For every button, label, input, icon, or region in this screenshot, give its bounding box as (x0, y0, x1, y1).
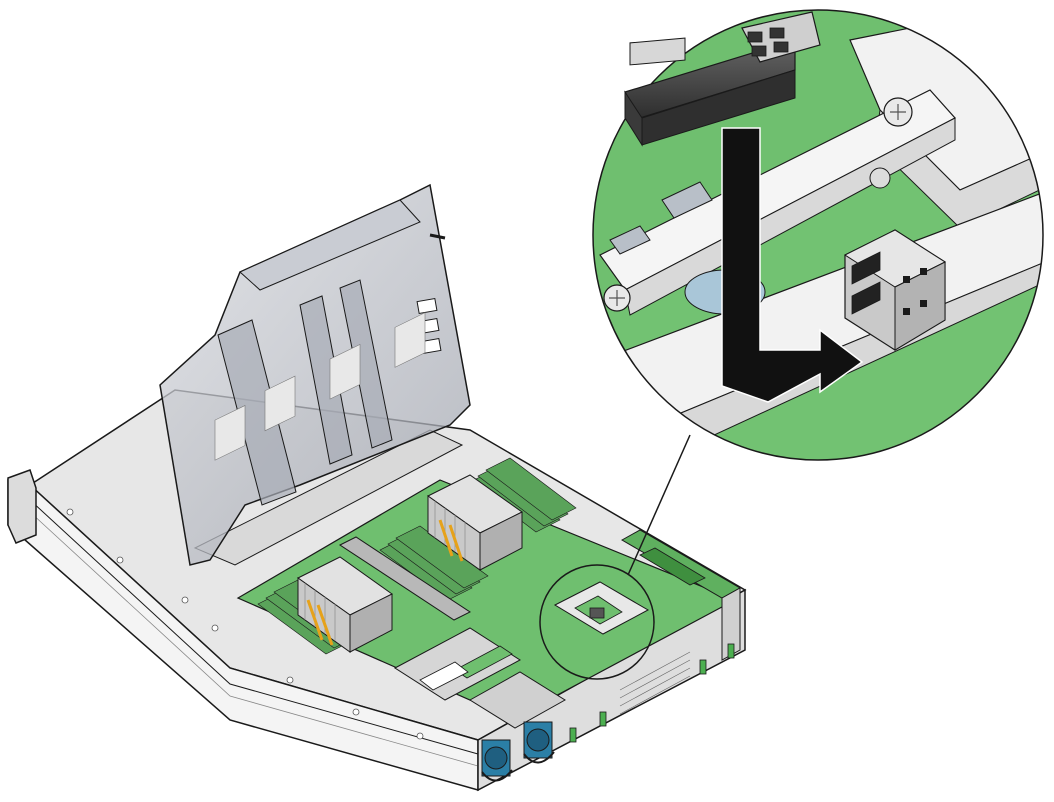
callout-highlight (539, 434, 691, 680)
power-supplies (394, 627, 566, 729)
heatsink-left (297, 556, 393, 653)
fan-bulkhead (193, 429, 464, 566)
motherboard (236, 457, 742, 782)
fan-vents (214, 312, 426, 461)
zoom-screws (603, 97, 913, 312)
heatsink-right (427, 474, 523, 571)
insert-arrow-icon (721, 127, 864, 403)
usb-port-icon (843, 229, 947, 351)
zoom-detail (592, 9, 1044, 461)
callout-small-circle (539, 564, 655, 680)
internal-usb-area (553, 581, 650, 635)
psu-fans (481, 721, 555, 782)
usb-flash-drive-icon (624, 11, 821, 147)
air-duct-open (159, 183, 471, 566)
dimm-bank-right (469, 457, 577, 533)
callout-leader-line (627, 434, 691, 576)
chassis-front-ear (7, 469, 37, 544)
pcie-riser (620, 529, 742, 661)
cpu-bracket (339, 536, 471, 621)
